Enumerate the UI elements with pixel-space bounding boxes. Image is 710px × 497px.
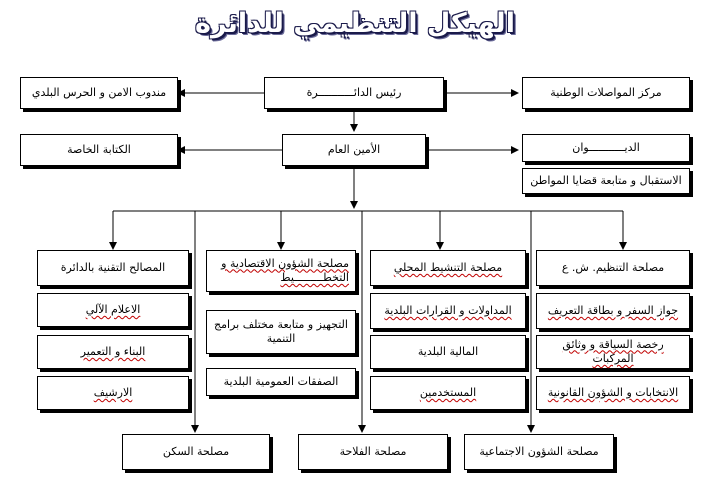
box-public-procurement: الصفقات العمومية البلدية xyxy=(206,368,356,396)
box-archive-label: الارشيف xyxy=(93,385,133,399)
box-technical-services: المصالح التقنية بالدائرة xyxy=(37,250,189,286)
box-national-comm-label: مركز المواصلات الوطنية xyxy=(550,85,662,99)
box-president: رئيس الدائـــــــــــرة xyxy=(264,77,444,109)
box-agriculture-service: مصلحة الفلاحة xyxy=(298,434,448,470)
box-elections-legal-label: الانتخابات و الشؤون القانونية xyxy=(547,385,679,399)
box-social-affairs-service: مصلحة الشؤون الاجتماعية xyxy=(464,434,614,470)
box-private-secretariat-label: الكتابة الخاصة xyxy=(67,142,131,156)
box-it: الاعلام الآلي xyxy=(37,293,189,327)
box-construction: البناء و التعمير xyxy=(37,335,189,369)
box-deliberations-label: المداولات و القرارات البلدية xyxy=(384,303,512,317)
box-private-secretariat: الكتابة الخاصة xyxy=(20,134,178,166)
box-construction-label: البناء و التعمير xyxy=(80,344,146,358)
box-equipment-programs-label: التجهيز و متابعة مختلف برامج التنمية xyxy=(214,317,348,345)
box-local-activity-service: مصلحة التنشيط المحلي xyxy=(370,250,526,286)
box-regulation-service-label: مصلحة التنظيم. ش. ع xyxy=(561,260,665,274)
box-municipal-finance-label: المالية البلدية xyxy=(417,344,479,358)
box-secretary-general-label: الأمين العام xyxy=(327,142,381,156)
box-employees-label: المستخدمين xyxy=(419,385,477,399)
box-social-affairs-service-label: مصلحة الشؤون الاجتماعية xyxy=(479,444,599,458)
box-it-label: الاعلام الآلي xyxy=(85,302,141,316)
box-president-label: رئيس الدائـــــــــــرة xyxy=(306,85,402,99)
box-national-comm: مركز المواصلات الوطنية xyxy=(522,77,690,109)
box-security-delegate: مندوب الامن و الحرس البلدي xyxy=(20,77,178,109)
box-municipal-finance: المالية البلدية xyxy=(370,335,526,369)
box-driving-license-label: رخصة السياقة و وثائق المركبات xyxy=(562,337,664,365)
box-secretary-general: الأمين العام xyxy=(282,134,426,166)
box-reception: الاستقبال و متابعة قضايا المواطن xyxy=(522,168,690,194)
box-regulation-service: مصلحة التنظيم. ش. ع xyxy=(536,250,690,286)
box-economic-affairs-service-label: مصلحة الشؤون الاقتصادية و التخطـــــــــ… xyxy=(221,256,349,284)
box-economic-affairs-service: مصلحة الشؤون الاقتصادية و التخطـــــــــ… xyxy=(206,250,356,292)
box-reception-label: الاستقبال و متابعة قضايا المواطن xyxy=(530,173,682,187)
box-passport-id: جواز السفر و بطاقة التعريف xyxy=(536,293,690,329)
box-office: الديـــــــــــوان xyxy=(522,134,690,162)
box-passport-id-label: جواز السفر و بطاقة التعريف xyxy=(547,303,679,317)
box-deliberations: المداولات و القرارات البلدية xyxy=(370,293,526,329)
box-local-activity-service-label: مصلحة التنشيط المحلي xyxy=(393,260,503,274)
page-title: الهيكل التنظيمي للدائرة xyxy=(195,8,515,39)
box-housing-service-label: مصلحة السكن xyxy=(162,444,230,458)
box-driving-license: رخصة السياقة و وثائق المركبات xyxy=(536,335,690,369)
box-employees: المستخدمين xyxy=(370,376,526,410)
box-security-delegate-label: مندوب الامن و الحرس البلدي xyxy=(31,85,167,99)
box-elections-legal: الانتخابات و الشؤون القانونية xyxy=(536,376,690,410)
box-equipment-programs: التجهيز و متابعة مختلف برامج التنمية xyxy=(206,310,356,354)
box-housing-service: مصلحة السكن xyxy=(122,434,270,470)
box-archive: الارشيف xyxy=(37,376,189,410)
box-public-procurement-label: الصفقات العمومية البلدية xyxy=(223,374,339,388)
box-office-label: الديـــــــــــوان xyxy=(572,140,640,154)
box-agriculture-service-label: مصلحة الفلاحة xyxy=(339,444,407,458)
box-technical-services-label: المصالح التقنية بالدائرة xyxy=(60,260,166,274)
